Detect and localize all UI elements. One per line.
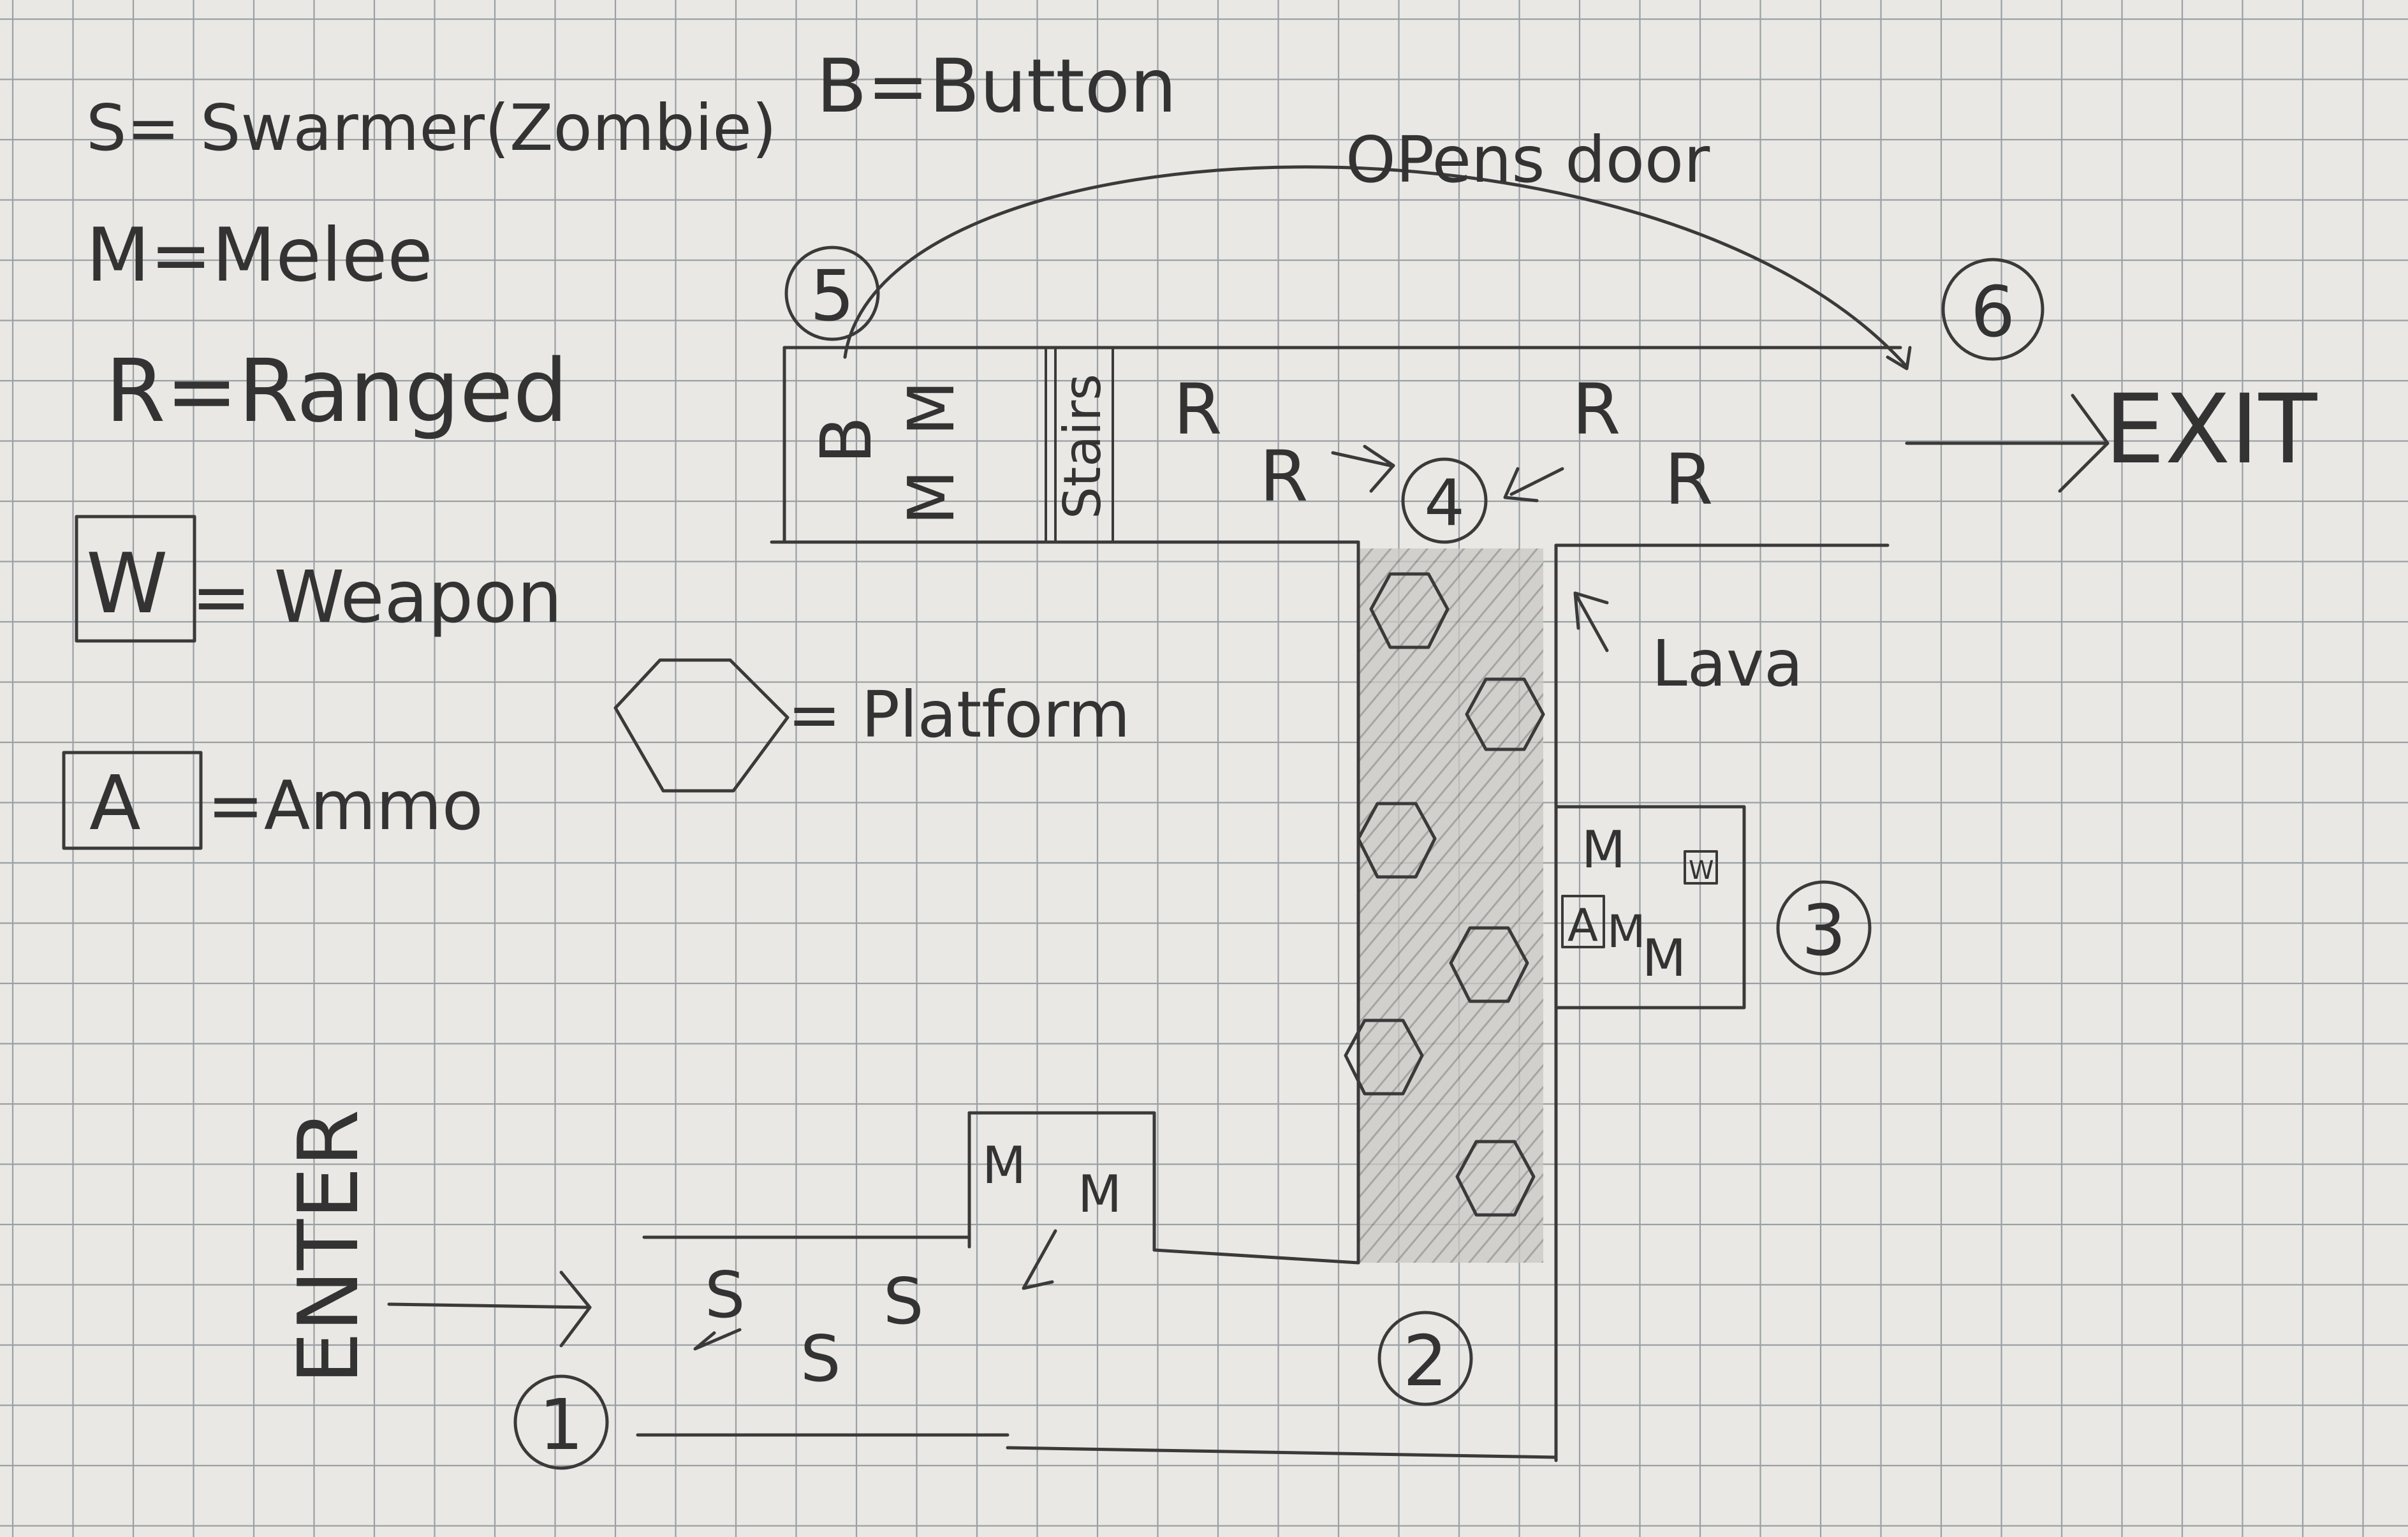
room-3 (1554, 805, 1746, 1010)
legend-swarmer: S= Swarmer(Zombie) (86, 91, 777, 165)
legend-button: B=Button (816, 43, 1177, 129)
legend-ammo: =Ammo (207, 767, 483, 845)
ammo-legend-icon (62, 751, 203, 850)
legend-melee: M=Melee (86, 212, 433, 298)
legend-platform: = Platform (788, 677, 1130, 752)
ammo-pickup (1561, 895, 1605, 948)
swarmer-enemy: S (800, 1321, 841, 1396)
swarmer-enemy: S (883, 1264, 923, 1339)
swarmer-enemy: S (705, 1258, 745, 1332)
ranged-enemy: R (1173, 369, 1222, 450)
enter-label: ENTER (280, 1109, 377, 1384)
platform-legend-icon (613, 658, 789, 793)
melee-enemy: M (894, 381, 969, 436)
melee-enemy: M (982, 1136, 1026, 1195)
lava-area (1358, 548, 1543, 1263)
checkpoint-1-label: 1 (539, 1384, 584, 1466)
opens-door-label: OPens door (1346, 122, 1710, 197)
checkpoint-6-label: 6 (1971, 271, 2015, 353)
ammo-pickup-symbol: A (1567, 899, 1598, 952)
weapon-legend-symbol: W (86, 535, 168, 632)
melee-enemy: M (1642, 929, 1686, 988)
platform (1465, 677, 1545, 751)
melee-enemy: M (1607, 906, 1645, 958)
ranged-enemy: R (1664, 439, 1713, 520)
checkpoint-2-label: 2 (1403, 1320, 1448, 1402)
annotations: OPens door EXIT Lava ENTER (280, 122, 2318, 1385)
opens-door-arc (843, 165, 1909, 369)
legend: S= Swarmer(Zombie) B=Button M=Melee R=Ra… (62, 43, 1177, 850)
platform (1455, 1140, 1536, 1217)
stairs-label: Stairs (1053, 374, 1112, 519)
map-markers: B M M Stairs R R R R M M W A M M M S S S (705, 369, 1718, 1396)
ammo-legend-symbol: A (89, 759, 141, 847)
button-marker: B (805, 416, 887, 464)
exit-label: EXIT (2104, 374, 2318, 485)
lava-label: Lava (1652, 626, 1803, 701)
enter-arrow (387, 1302, 592, 1309)
ranged-enemy: R (1572, 369, 1620, 450)
checkpoint-4-label: 4 (1424, 466, 1465, 540)
checkpoint-5-label: 5 (810, 255, 855, 337)
platform (1356, 802, 1437, 879)
platform (1369, 572, 1450, 649)
platforms (1344, 572, 1545, 1217)
melee-enemy: M (1582, 820, 1626, 879)
weapon-pickup-symbol: W (1689, 856, 1714, 885)
melee-enemy: M (894, 470, 969, 525)
weapon-legend-icon (75, 515, 196, 643)
level-layout (387, 165, 2110, 1462)
platform (1449, 926, 1529, 1003)
weapon-pickup (1684, 850, 1718, 885)
checkpoint-3-label: 3 (1802, 890, 1846, 971)
platform (1344, 1019, 1424, 1096)
melee-enemy: M (1078, 1165, 1122, 1224)
legend-ranged: R=Ranged (105, 341, 568, 442)
ranged-enemy: R (1259, 436, 1308, 517)
legend-weapon: = Weapon (191, 556, 562, 639)
opens-door-arrowhead (1886, 346, 1912, 371)
checkpoints: 1 2 3 4 5 6 (513, 246, 2045, 1470)
